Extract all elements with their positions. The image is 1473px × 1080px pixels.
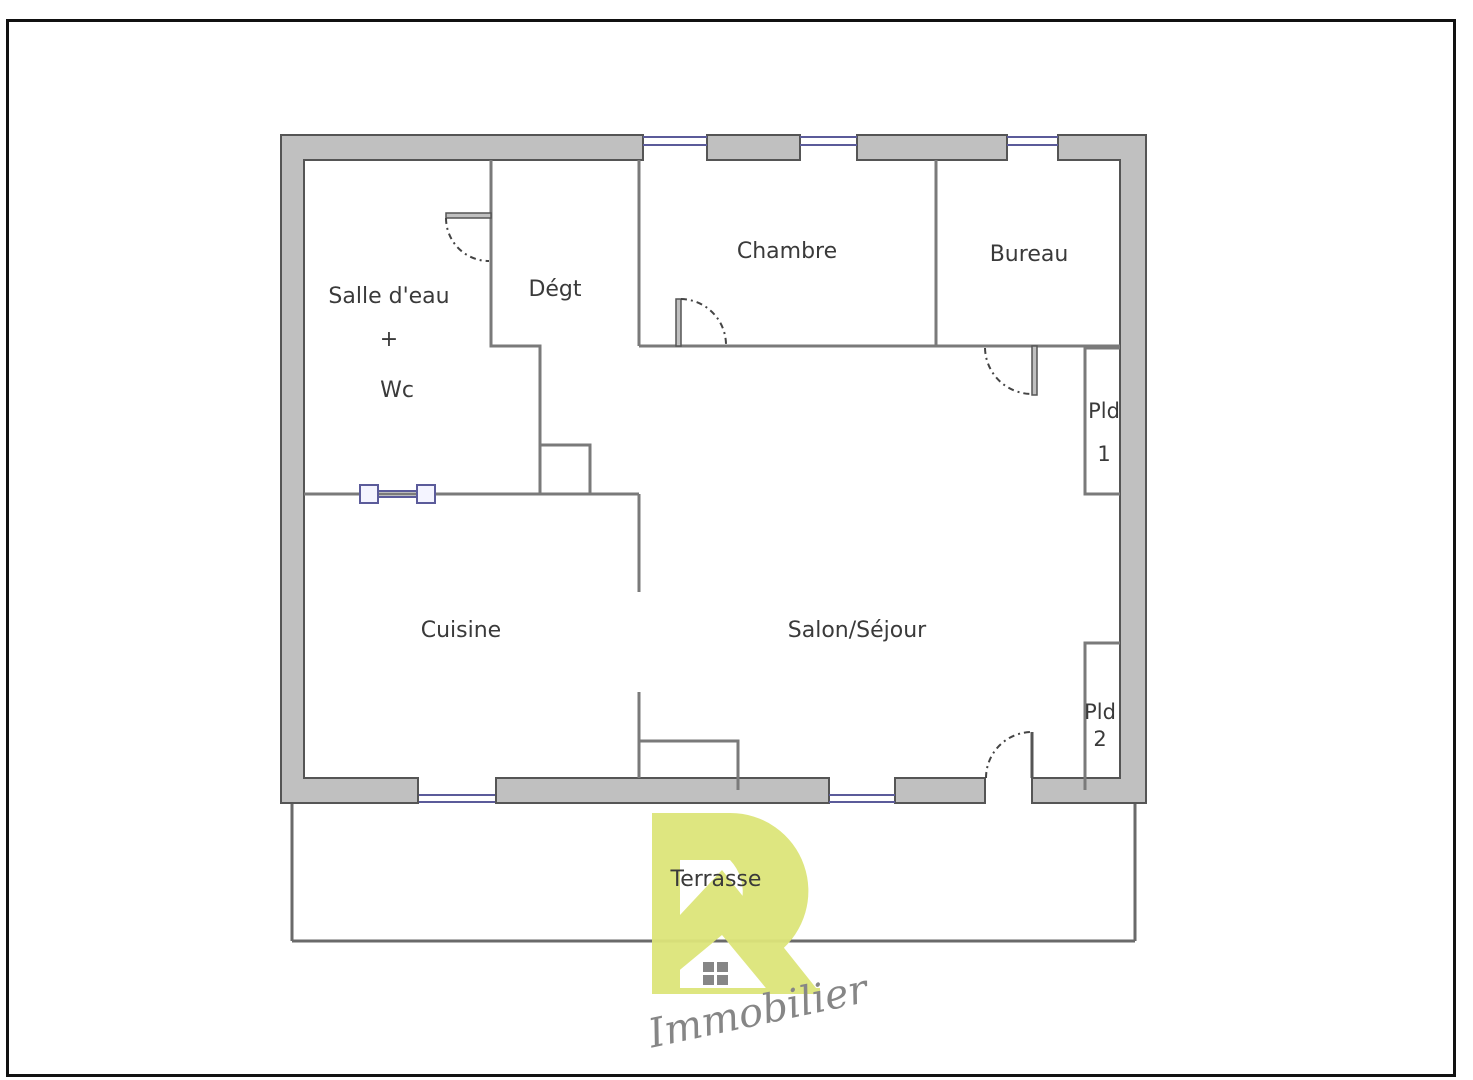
page-frame xyxy=(6,19,1456,1077)
door-icon xyxy=(985,731,1034,779)
room-labels: Salle d'eau + Wc Dégt Chambre Bureau Pld… xyxy=(328,239,1120,892)
logo-r-icon xyxy=(652,812,820,994)
interior-partitions xyxy=(304,160,1120,790)
room-label-cuisine: Cuisine xyxy=(421,618,501,643)
windows xyxy=(417,136,1058,803)
wall-fill-patch xyxy=(282,136,1145,802)
window-icon xyxy=(417,778,497,803)
logo-window-icon xyxy=(703,962,728,985)
window-icon xyxy=(800,136,857,146)
sliding-door-icon xyxy=(359,484,436,504)
room-label-degt: Dégt xyxy=(528,277,581,302)
wall-inner-edges xyxy=(280,134,1147,804)
doors xyxy=(359,212,1038,779)
door-icon xyxy=(675,298,728,347)
room-label-terrasse: Terrasse xyxy=(670,867,762,892)
room-label-chambre: Chambre xyxy=(737,239,837,264)
window-icon xyxy=(1007,136,1058,146)
room-label-salle-deau: Salle d'eau xyxy=(328,284,449,309)
logo: Immobilier xyxy=(643,812,874,1058)
room-label-pld1-num: 1 xyxy=(1097,442,1110,466)
room-label-salle-deau-plus: + xyxy=(380,327,398,352)
room-label-pld2-num: 2 xyxy=(1093,727,1106,751)
window-icon xyxy=(829,794,895,803)
window-icon xyxy=(643,136,707,146)
room-label-bureau: Bureau xyxy=(990,242,1069,267)
exterior-walls xyxy=(280,134,1147,804)
room-label-pld2: Pld xyxy=(1084,700,1116,724)
door-icon xyxy=(984,345,1038,396)
room-label-salon: Salon/Séjour xyxy=(788,618,927,643)
room-label-pld1: Pld xyxy=(1088,399,1120,423)
door-icon xyxy=(445,212,492,262)
room-label-wc: Wc xyxy=(380,378,414,403)
